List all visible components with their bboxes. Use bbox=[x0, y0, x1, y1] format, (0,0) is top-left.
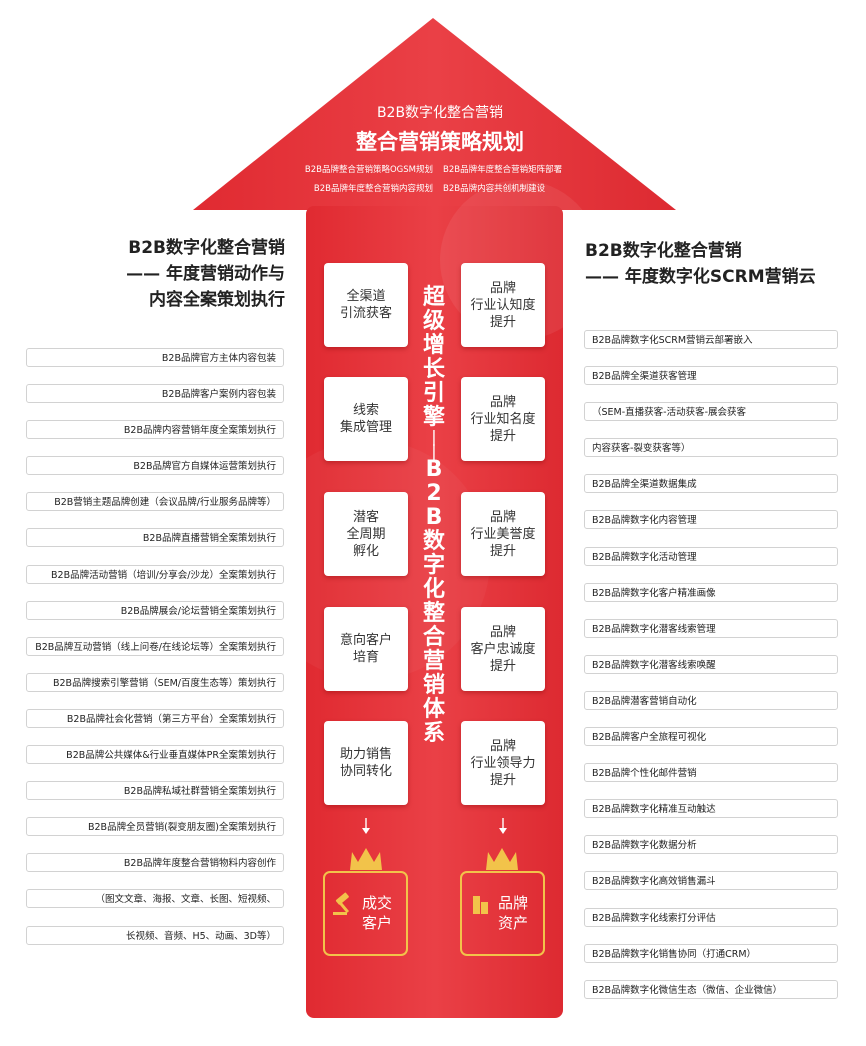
left-list-item: B2B品牌互动营销（线上问卷/在线论坛等）全案策划执行 bbox=[26, 636, 284, 656]
brand-card: 品牌 行业知名度 提升 bbox=[461, 377, 545, 461]
left-list-item: B2B品牌搜索引擎营销（SEM/百度生态等）策划执行 bbox=[26, 672, 284, 692]
brand-card: 品牌 行业认知度 提升 bbox=[461, 263, 545, 347]
process-card: 意向客户 培育 bbox=[324, 607, 408, 691]
right-list-item: B2B品牌数字化精准互动触达 bbox=[584, 799, 838, 819]
left-list-item: B2B品牌年度整合营销物料内容创作 bbox=[26, 853, 284, 873]
gavel-icon bbox=[333, 892, 350, 915]
strategy-item: B2B品牌整合营销策略OGSM规划 bbox=[304, 165, 433, 175]
left-list-item: B2B品牌直播营销全案策划执行 bbox=[26, 528, 284, 548]
brand-card: 品牌 行业美誉度 提升 bbox=[461, 492, 545, 576]
right-list-item: B2B品牌数字化潜客线索管理 bbox=[584, 618, 838, 638]
left-list-item: （图文文章、海报、文章、长图、短视频、 bbox=[26, 889, 284, 909]
right-list-item: B2B品牌数字化微信生态（微信、企业微信） bbox=[584, 979, 838, 999]
left-list-item: B2B品牌客户案例内容包装 bbox=[26, 384, 284, 404]
vertical-title-char: 系 bbox=[422, 721, 445, 746]
strategy-item: B2B品牌年度整合营销内容规划 bbox=[313, 184, 433, 194]
vertical-title-char: 擎 bbox=[422, 405, 445, 430]
vertical-title-char: 长 bbox=[422, 357, 445, 382]
arrow-head bbox=[193, 18, 676, 210]
vertical-title-char: 引 bbox=[422, 381, 445, 406]
left-item-list: B2B品牌官方主体内容包装 B2B品牌客户案例内容包装 B2B品牌内容营销年度全… bbox=[26, 348, 284, 962]
vertical-title-char: | bbox=[431, 441, 437, 460]
left-list-item: B2B品牌官方自媒体运营策划执行 bbox=[26, 456, 284, 476]
right-list-item: B2B品牌数字化潜客线索唤醒 bbox=[584, 654, 838, 674]
down-arrow-icon bbox=[499, 818, 507, 834]
right-list-item: B2B品牌数字化客户精准画像 bbox=[584, 582, 838, 602]
arrow-subtitle: B2B数字化整合营销 bbox=[376, 105, 504, 121]
title-line: —— 年度营销动作与 bbox=[126, 264, 285, 284]
outcome-label: 品牌 资产 bbox=[497, 894, 528, 932]
title-line: B2B数字化整合营销 bbox=[128, 238, 285, 258]
right-list-item: B2B品牌数字化数据分析 bbox=[584, 835, 838, 855]
vertical-title-char: | bbox=[431, 427, 437, 446]
right-list-item: 内容获客-裂变获客等） bbox=[584, 438, 838, 458]
strategy-item: B2B品牌年度整合营销矩阵部署 bbox=[443, 165, 563, 175]
right-list-item: （SEM-直播获客-活动获客-展会获客 bbox=[584, 402, 838, 422]
right-list-item: B2B品牌数字化线索打分评估 bbox=[584, 907, 838, 927]
vertical-title-char: 体 bbox=[422, 697, 445, 722]
right-list-item: B2B品牌全渠道数据集成 bbox=[584, 474, 838, 494]
vertical-title-char: 字 bbox=[422, 553, 445, 578]
vertical-title-char: B bbox=[425, 505, 443, 530]
building-icon bbox=[473, 896, 488, 914]
arrow-title: 整合营销策略规划 bbox=[356, 130, 524, 154]
brand-card: 品牌 客户忠诚度 提升 bbox=[461, 607, 545, 691]
crown-icon bbox=[350, 848, 382, 870]
title-line: 内容全案策划执行 bbox=[149, 290, 285, 310]
right-list-item: B2B品牌全渠道获客管理 bbox=[584, 366, 838, 386]
left-list-item: B2B品牌内容营销年度全案策划执行 bbox=[26, 420, 284, 440]
outcome-label: 成交 客户 bbox=[361, 894, 392, 932]
process-card: 潜客 全周期 孵化 bbox=[324, 492, 408, 576]
right-list-item: B2B品牌个性化邮件营销 bbox=[584, 763, 838, 783]
vertical-title-char: 化 bbox=[422, 577, 445, 602]
vertical-title-char: 整 bbox=[422, 601, 445, 626]
process-card: 助力销售 协同转化 bbox=[324, 721, 408, 805]
vertical-title-char: 营 bbox=[422, 649, 445, 674]
left-list-item: B2B品牌公共媒体&行业垂直媒体PR全案策划执行 bbox=[26, 745, 284, 765]
title-line: —— 年度数字化SCRM营销云 bbox=[585, 267, 816, 287]
left-list-item: B2B品牌官方主体内容包装 bbox=[26, 348, 284, 367]
vertical-title-char: 级 bbox=[422, 309, 445, 334]
vertical-title-char: 增 bbox=[422, 333, 445, 358]
process-card: 线索 集成管理 bbox=[324, 377, 408, 461]
vertical-title-char: 2 bbox=[426, 481, 442, 506]
left-list-item: B2B品牌全员营销(裂变朋友圈)全案策划执行 bbox=[26, 817, 284, 837]
vertical-title-char: 数 bbox=[422, 529, 445, 554]
left-list-item: B2B品牌社会化营销（第三方平台）全案策划执行 bbox=[26, 708, 284, 728]
right-list-item: B2B品牌数字化内容管理 bbox=[584, 510, 838, 530]
title-line: B2B数字化整合营销 bbox=[585, 241, 742, 261]
strategy-item: B2B品牌内容共创机制建设 bbox=[443, 184, 546, 194]
process-card: 全渠道 引流获客 bbox=[324, 263, 408, 347]
brand-card: 品牌 行业领导力 提升 bbox=[461, 721, 545, 805]
right-panel-title: B2B数字化整合营销 —— 年度数字化SCRM营销云 bbox=[585, 238, 860, 290]
outcome-box bbox=[460, 871, 545, 956]
vertical-title-char: 合 bbox=[422, 625, 445, 650]
crown-icon bbox=[486, 848, 518, 870]
left-panel-title: B2B数字化整合营销 —— 年度营销动作与 内容全案策划执行 bbox=[40, 235, 285, 313]
right-list-item: B2B品牌客户全旅程可视化 bbox=[584, 727, 838, 747]
right-list-item: B2B品牌潜客营销自动化 bbox=[584, 690, 838, 710]
down-arrow-icon bbox=[362, 818, 370, 834]
left-list-item: B2B品牌私域社群营销全案策划执行 bbox=[26, 781, 284, 801]
right-list-item: B2B品牌数字化活动管理 bbox=[584, 546, 838, 566]
right-list-item: B2B品牌数字化销售协同（打通CRM） bbox=[584, 943, 838, 963]
left-list-item: B2B营销主题品牌创建（会议品牌/行业服务品牌等） bbox=[26, 492, 284, 512]
right-item-list: B2B品牌数字化SCRM营销云部署嵌入 B2B品牌全渠道获客管理 （SEM-直播… bbox=[584, 330, 838, 1016]
right-list-item: B2B品牌数字化SCRM营销云部署嵌入 bbox=[584, 330, 838, 349]
outcome-box bbox=[323, 871, 408, 956]
left-list-item: 长视频、音频、H5、动画、3D等） bbox=[26, 925, 284, 945]
vertical-title-char: 销 bbox=[422, 673, 445, 698]
vertical-title-char: B bbox=[425, 457, 443, 482]
left-list-item: B2B品牌活动营销（培训/分享会/沙龙）全案策划执行 bbox=[26, 564, 284, 584]
right-list-item: B2B品牌数字化高效销售漏斗 bbox=[584, 871, 838, 891]
vertical-title-char: 超 bbox=[422, 285, 445, 310]
left-list-item: B2B品牌展会/论坛营销全案策划执行 bbox=[26, 600, 284, 620]
